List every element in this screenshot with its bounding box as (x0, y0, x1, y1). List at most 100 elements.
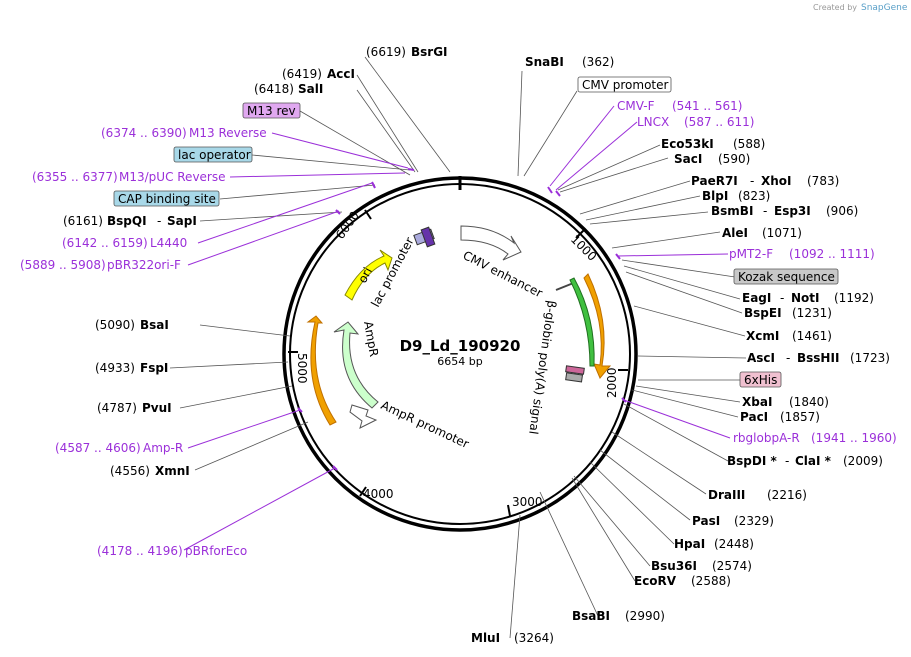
svg-text:(588): (588) (733, 137, 765, 151)
tick-5000: 5000 (295, 353, 309, 384)
beta-globin-green-arrow[interactable] (569, 277, 595, 367)
svg-text:(2009): (2009) (843, 454, 883, 468)
svg-text:(6418): (6418) (254, 82, 294, 96)
enzyme-eco53ki[interactable]: Eco53kI (661, 137, 714, 151)
ampr-promoter-label: AmpR promoter (379, 398, 471, 451)
svg-text:-: - (157, 214, 161, 228)
cap-binding-site-box[interactable] (113, 190, 220, 207)
plasmid-size: 6654 bp (437, 355, 482, 368)
enzyme-mlui[interactable]: MluI (471, 631, 500, 645)
svg-text:(6142 .. 6159): (6142 .. 6159) (62, 236, 148, 250)
enzyme-alei[interactable]: AleI (722, 226, 748, 240)
credit-brand: SnapGene (861, 3, 908, 13)
enzyme-pasi[interactable]: PasI (692, 514, 720, 528)
svg-text:(823): (823) (738, 189, 770, 203)
boxed-features: M13 rev lac operator CAP binding site CM… (113, 76, 839, 388)
svg-text:(4787): (4787) (97, 401, 137, 415)
svg-text:(6161): (6161) (63, 214, 103, 228)
m13-marker[interactable] (420, 226, 436, 248)
tick-1000: 1000 (568, 232, 599, 263)
enzyme-bspdi[interactable]: BspDI * (727, 454, 777, 468)
primer-amp-r[interactable]: Amp-R (143, 441, 183, 455)
svg-text:(2216): (2216) (767, 488, 807, 502)
enzyme-paer7i[interactable]: PaeR7I (691, 174, 738, 188)
svg-text:(2448): (2448) (714, 537, 754, 551)
ampr-arrow[interactable] (333, 321, 379, 409)
svg-text:6xHis: 6xHis (744, 373, 777, 387)
svg-text:(1941 .. 1960): (1941 .. 1960) (811, 431, 897, 445)
plasmid-name: D9_Ld_190920 (400, 337, 521, 355)
cmv-promoter-box[interactable] (577, 76, 672, 93)
ori-arrow[interactable] (344, 249, 393, 301)
enzyme-hpai[interactable]: HpaI (674, 537, 705, 551)
svg-text:(4178 .. 4196): (4178 .. 4196) (97, 544, 183, 558)
ampr-promoter-arrow[interactable] (349, 404, 378, 429)
svg-text:(5090): (5090) (95, 318, 135, 332)
enzyme-noti[interactable]: NotI (791, 291, 820, 305)
svg-text:(2574): (2574) (712, 559, 752, 573)
ampr-orange-arrow[interactable] (306, 315, 337, 426)
svg-text:-: - (786, 351, 790, 365)
svg-text:(2990): (2990) (625, 609, 665, 623)
svg-text:CMV promoter: CMV promoter (582, 78, 669, 92)
primer-pmt2-f[interactable]: pMT2-F (729, 247, 773, 261)
enzyme-pvui[interactable]: PvuI (142, 401, 172, 415)
enzyme-ecorv[interactable]: EcoRV (634, 574, 677, 588)
beta-globin-orange-arrow[interactable] (583, 273, 612, 379)
enzyme-blpi[interactable]: BlpI (702, 189, 728, 203)
kozak-marker[interactable] (565, 372, 584, 383)
primer-rbglobpa-r[interactable]: rbglobpA-R (733, 431, 800, 445)
tick-2000: 2000 (605, 367, 619, 398)
primer-pbr322ori-f[interactable]: pBR322ori-F (107, 258, 181, 272)
svg-text:(1092 .. 1111): (1092 .. 1111) (789, 247, 875, 261)
enzyme-esp3i[interactable]: Esp3I (774, 204, 811, 218)
svg-text:(1231): (1231) (792, 306, 832, 320)
enzyme-xmni[interactable]: XmnI (155, 464, 190, 478)
primer-l4440[interactable]: L4440 (150, 236, 187, 250)
enzyme-bsshii[interactable]: BssHII (797, 351, 839, 365)
svg-text:(4933): (4933) (95, 361, 135, 375)
enzyme-bsmbi[interactable]: BsmBI (711, 204, 753, 218)
enzyme-asci[interactable]: AscI (747, 351, 775, 365)
enzyme-bsai[interactable]: BsaI (140, 318, 169, 332)
svg-text:(2588): (2588) (691, 574, 731, 588)
his-marker[interactable] (565, 365, 585, 375)
svg-text:(1192): (1192) (834, 291, 874, 305)
primer-cmv-f[interactable]: CMV-F (617, 99, 655, 113)
primer-m13-puc-reverse[interactable]: M13/pUC Reverse (119, 170, 226, 184)
enzyme-snabi[interactable]: SnaBI (525, 55, 564, 69)
primer-m13-reverse[interactable]: M13 Reverse (189, 126, 267, 140)
enzyme-clai[interactable]: ClaI * (795, 454, 832, 468)
cmv-enhancer-arrow[interactable] (460, 225, 522, 261)
svg-text:(6355 .. 6377): (6355 .. 6377) (32, 170, 118, 184)
enzyme-fspi[interactable]: FspI (140, 361, 168, 375)
svg-text:(2329): (2329) (734, 514, 774, 528)
enzyme-draiii[interactable]: DraIII (708, 488, 745, 502)
primer-pbrforeco[interactable]: pBRforEco (185, 544, 247, 558)
m13-rev-box[interactable] (242, 102, 301, 119)
enzyme-xcmi[interactable]: XcmI (746, 329, 779, 343)
svg-text:M13 rev: M13 rev (247, 104, 296, 118)
6xhis-box[interactable] (739, 371, 782, 388)
enzyme-bsu36i[interactable]: Bsu36I (651, 559, 697, 573)
enzyme-saci[interactable]: SacI (674, 152, 702, 166)
enzyme-bsabi[interactable]: BsaBI (572, 609, 610, 623)
enzyme-sali[interactable]: SalI (298, 82, 323, 96)
enzyme-bspqi[interactable]: BspQI (107, 214, 147, 228)
enzyme-acci[interactable]: AccI (327, 67, 355, 81)
lac-operator-box[interactable] (173, 146, 253, 163)
enzyme-bsrgi[interactable]: BsrGI (411, 45, 448, 59)
svg-text:-: - (763, 204, 767, 218)
enzyme-sapi[interactable]: SapI (167, 214, 197, 228)
enzyme-paci[interactable]: PacI (740, 410, 768, 424)
leader-lines (169, 56, 747, 639)
enzyme-bspei[interactable]: BspEI (744, 306, 782, 320)
kozak-sequence-box[interactable] (733, 268, 839, 285)
enzyme-xhoi[interactable]: XhoI (761, 174, 792, 188)
svg-text:-: - (750, 174, 754, 188)
svg-text:(4587 .. 4606): (4587 .. 4606) (55, 441, 141, 455)
enzyme-eagi[interactable]: EagI (742, 291, 771, 305)
ori-label: ori (355, 265, 375, 285)
primer-lncx[interactable]: LNCX (637, 115, 669, 129)
enzyme-xbai[interactable]: XbaI (742, 395, 772, 409)
